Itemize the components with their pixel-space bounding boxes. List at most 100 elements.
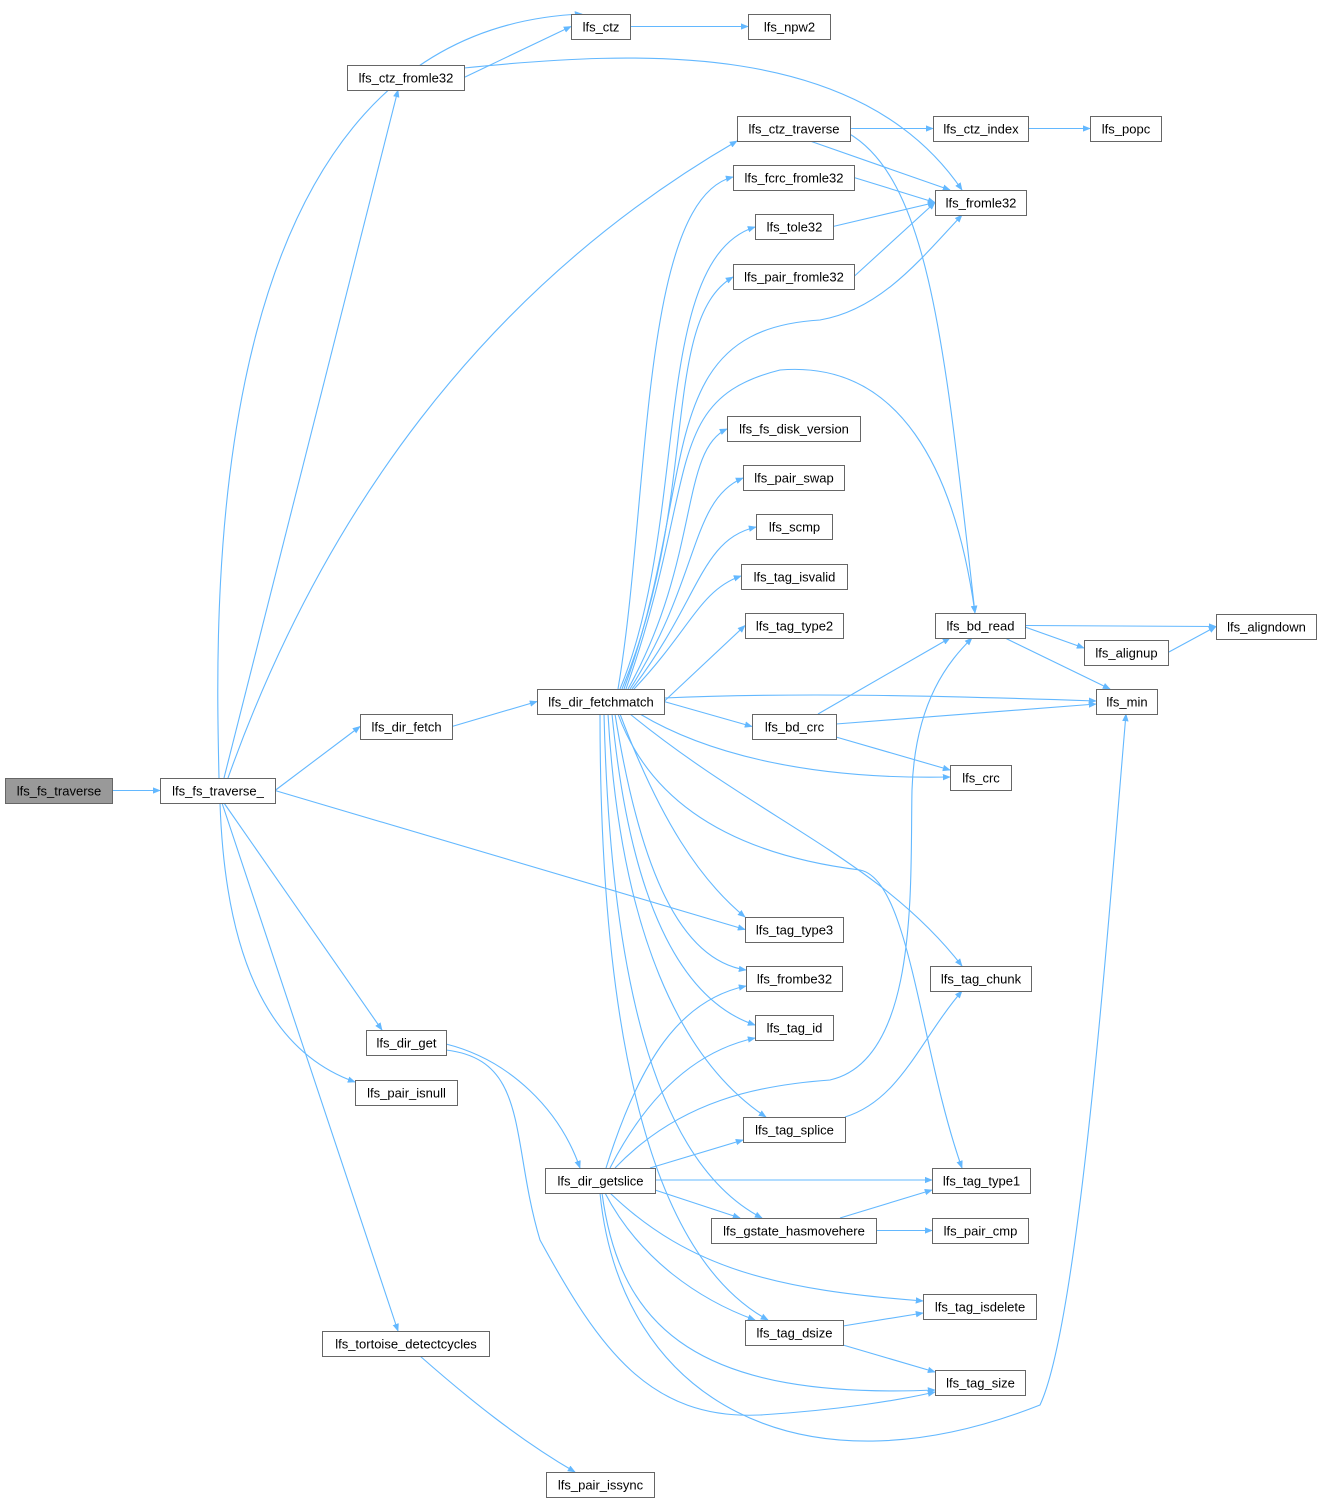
node-lfs_tag_type2[interactable]: lfs_tag_type2 bbox=[745, 613, 844, 639]
node-box bbox=[745, 613, 844, 639]
node-label: lfs_fcrc_fromle32 bbox=[745, 171, 844, 186]
edge-lfs_gstate_hasmovehere-to-lfs_tag_type1 bbox=[839, 1189, 933, 1219]
node-box bbox=[745, 1320, 844, 1346]
node-lfs_tag_dsize[interactable]: lfs_tag_dsize bbox=[745, 1320, 844, 1346]
node-label: lfs_npw2 bbox=[764, 20, 815, 35]
node-box bbox=[743, 465, 845, 491]
edge-lfs_bd_read-to-lfs_alignup bbox=[1024, 626, 1085, 649]
edge-lfs_dir_fetchmatch-to-lfs_min bbox=[663, 694, 1097, 704]
node-label: lfs_tortoise_detectcycles bbox=[335, 1337, 477, 1352]
node-lfs_pair_isnull[interactable]: lfs_pair_isnull bbox=[355, 1080, 458, 1106]
node-lfs_tag_type3[interactable]: lfs_tag_type3 bbox=[745, 917, 844, 943]
node-lfs_pair_swap[interactable]: lfs_pair_swap bbox=[743, 465, 845, 491]
node-lfs_pair_fromle32[interactable]: lfs_pair_fromle32 bbox=[733, 264, 855, 290]
node-lfs_aligndown[interactable]: lfs_aligndown bbox=[1216, 614, 1317, 640]
edge-lfs_dir_getslice-to-lfs_tag_splice bbox=[649, 1139, 744, 1169]
node-box bbox=[360, 714, 453, 740]
node-box bbox=[1216, 614, 1317, 640]
edge-lfs_dir_getslice-to-lfs_tag_isdelete bbox=[609, 1192, 924, 1304]
edge-lfs_tag_dsize-to-lfs_tag_size bbox=[842, 1344, 936, 1374]
edge-lfs_dir_fetch-to-lfs_dir_fetchmatch bbox=[451, 700, 538, 728]
node-label: lfs_tag_splice bbox=[755, 1123, 834, 1138]
node-box bbox=[733, 165, 855, 191]
node-lfs_fcrc_fromle32[interactable]: lfs_fcrc_fromle32 bbox=[733, 165, 855, 191]
edge-lfs_dir_fetchmatch-to-lfs_tag_isvalid bbox=[633, 575, 742, 690]
node-lfs_dir_fetch[interactable]: lfs_dir_fetch bbox=[360, 714, 453, 740]
node-label: lfs_ctz_traverse bbox=[748, 122, 839, 137]
node-lfs_ctz[interactable]: lfs_ctz bbox=[571, 14, 631, 40]
node-box bbox=[745, 917, 844, 943]
node-lfs_crc[interactable]: lfs_crc bbox=[950, 765, 1012, 791]
node-box bbox=[711, 1218, 877, 1244]
node-box bbox=[347, 65, 465, 91]
edge-lfs_fs_traverse_-to-lfs_tag_type3 bbox=[274, 789, 746, 931]
edge-lfs_dir_fetchmatch-to-lfs_gstate_hasmovehere bbox=[603, 713, 763, 1219]
node-label: lfs_fs_disk_version bbox=[739, 422, 849, 437]
node-lfs_tag_chunk[interactable]: lfs_tag_chunk bbox=[930, 966, 1032, 992]
node-label: lfs_ctz_index bbox=[943, 122, 1019, 137]
node-label: lfs_bd_read bbox=[947, 619, 1015, 634]
node-lfs_popc[interactable]: lfs_popc bbox=[1090, 116, 1162, 142]
node-lfs_pair_issync[interactable]: lfs_pair_issync bbox=[546, 1472, 655, 1498]
node-label: lfs_pair_cmp bbox=[944, 1224, 1018, 1239]
node-lfs_tag_splice[interactable]: lfs_tag_splice bbox=[743, 1117, 846, 1143]
node-lfs_dir_getslice[interactable]: lfs_dir_getslice bbox=[545, 1168, 656, 1194]
node-lfs_ctz_traverse[interactable]: lfs_ctz_traverse bbox=[737, 116, 851, 142]
node-lfs_alignup[interactable]: lfs_alignup bbox=[1084, 640, 1169, 666]
node-lfs_npw2[interactable]: lfs_npw2 bbox=[748, 14, 831, 40]
edge-lfs_dir_fetchmatch-to-lfs_fs_disk_version bbox=[627, 428, 728, 690]
node-lfs_pair_cmp[interactable]: lfs_pair_cmp bbox=[932, 1218, 1029, 1244]
node-label: lfs_tag_type1 bbox=[943, 1174, 1020, 1189]
node-label: lfs_pair_isnull bbox=[367, 1086, 446, 1101]
node-lfs_fs_traverse_[interactable]: lfs_fs_traverse_ bbox=[160, 778, 276, 804]
node-lfs_fs_traverse[interactable]: lfs_fs_traverse bbox=[5, 778, 113, 804]
node-box bbox=[727, 416, 861, 442]
node-lfs_gstate_hasmovehere[interactable]: lfs_gstate_hasmovehere bbox=[711, 1218, 877, 1244]
node-box bbox=[746, 966, 843, 992]
node-lfs_ctz_fromle32[interactable]: lfs_ctz_fromle32 bbox=[347, 65, 465, 91]
node-box bbox=[5, 778, 113, 804]
node-lfs_tag_type1[interactable]: lfs_tag_type1 bbox=[932, 1168, 1031, 1194]
node-lfs_frombe32[interactable]: lfs_frombe32 bbox=[746, 966, 843, 992]
node-lfs_dir_get[interactable]: lfs_dir_get bbox=[366, 1030, 447, 1056]
edge-lfs_fs_traverse_-to-lfs_dir_fetch bbox=[274, 726, 361, 791]
node-lfs_min[interactable]: lfs_min bbox=[1096, 689, 1158, 715]
edge-lfs_bd_read-to-lfs_min bbox=[1004, 637, 1111, 690]
node-box bbox=[733, 264, 855, 290]
node-lfs_tag_id[interactable]: lfs_tag_id bbox=[755, 1015, 834, 1041]
node-lfs_tag_size[interactable]: lfs_tag_size bbox=[935, 1370, 1026, 1396]
edge-lfs_ctz_fromle32-to-lfs_fromle32 bbox=[463, 57, 963, 191]
node-box bbox=[741, 564, 848, 590]
node-lfs_bd_read[interactable]: lfs_bd_read bbox=[935, 613, 1026, 639]
node-label: lfs_popc bbox=[1102, 122, 1151, 137]
node-lfs_tole32[interactable]: lfs_tole32 bbox=[755, 214, 834, 240]
node-label: lfs_dir_fetch bbox=[371, 720, 441, 735]
node-box bbox=[923, 1294, 1037, 1320]
node-lfs_dir_fetchmatch[interactable]: lfs_dir_fetchmatch bbox=[537, 689, 665, 715]
edge-lfs_dir_getslice-to-lfs_bd_read bbox=[614, 637, 973, 1169]
node-box bbox=[737, 116, 851, 142]
node-lfs_tortoise_detectcycles[interactable]: lfs_tortoise_detectcycles bbox=[322, 1331, 490, 1357]
node-label: lfs_tole32 bbox=[767, 220, 823, 235]
node-lfs_fs_disk_version[interactable]: lfs_fs_disk_version bbox=[727, 416, 861, 442]
node-label: lfs_scmp bbox=[769, 520, 820, 535]
node-box bbox=[932, 1218, 1029, 1244]
node-lfs_fromle32[interactable]: lfs_fromle32 bbox=[935, 190, 1027, 216]
edge-lfs_dir_fetchmatch-to-lfs_tag_dsize bbox=[599, 713, 769, 1321]
node-lfs_scmp[interactable]: lfs_scmp bbox=[756, 514, 833, 540]
edge-lfs_dir_fetchmatch-to-lfs_scmp bbox=[631, 525, 757, 690]
edge-lfs_dir_fetchmatch-to-lfs_tag_splice bbox=[607, 713, 767, 1118]
edge-lfs_tag_dsize-to-lfs_tag_isdelete bbox=[842, 1310, 924, 1327]
node-box bbox=[933, 116, 1029, 142]
node-lfs_ctz_index[interactable]: lfs_ctz_index bbox=[933, 116, 1029, 142]
node-label: lfs_frombe32 bbox=[757, 972, 832, 987]
node-lfs_tag_isvalid[interactable]: lfs_tag_isvalid bbox=[741, 564, 848, 590]
node-label: lfs_ctz bbox=[583, 20, 620, 35]
edge-layer bbox=[112, 11, 1217, 1473]
edge-lfs_fs_traverse_-to-lfs_pair_isnull bbox=[219, 802, 356, 1083]
node-lfs_tag_isdelete[interactable]: lfs_tag_isdelete bbox=[923, 1294, 1037, 1320]
node-lfs_bd_crc[interactable]: lfs_bd_crc bbox=[752, 714, 837, 740]
node-box bbox=[935, 613, 1026, 639]
